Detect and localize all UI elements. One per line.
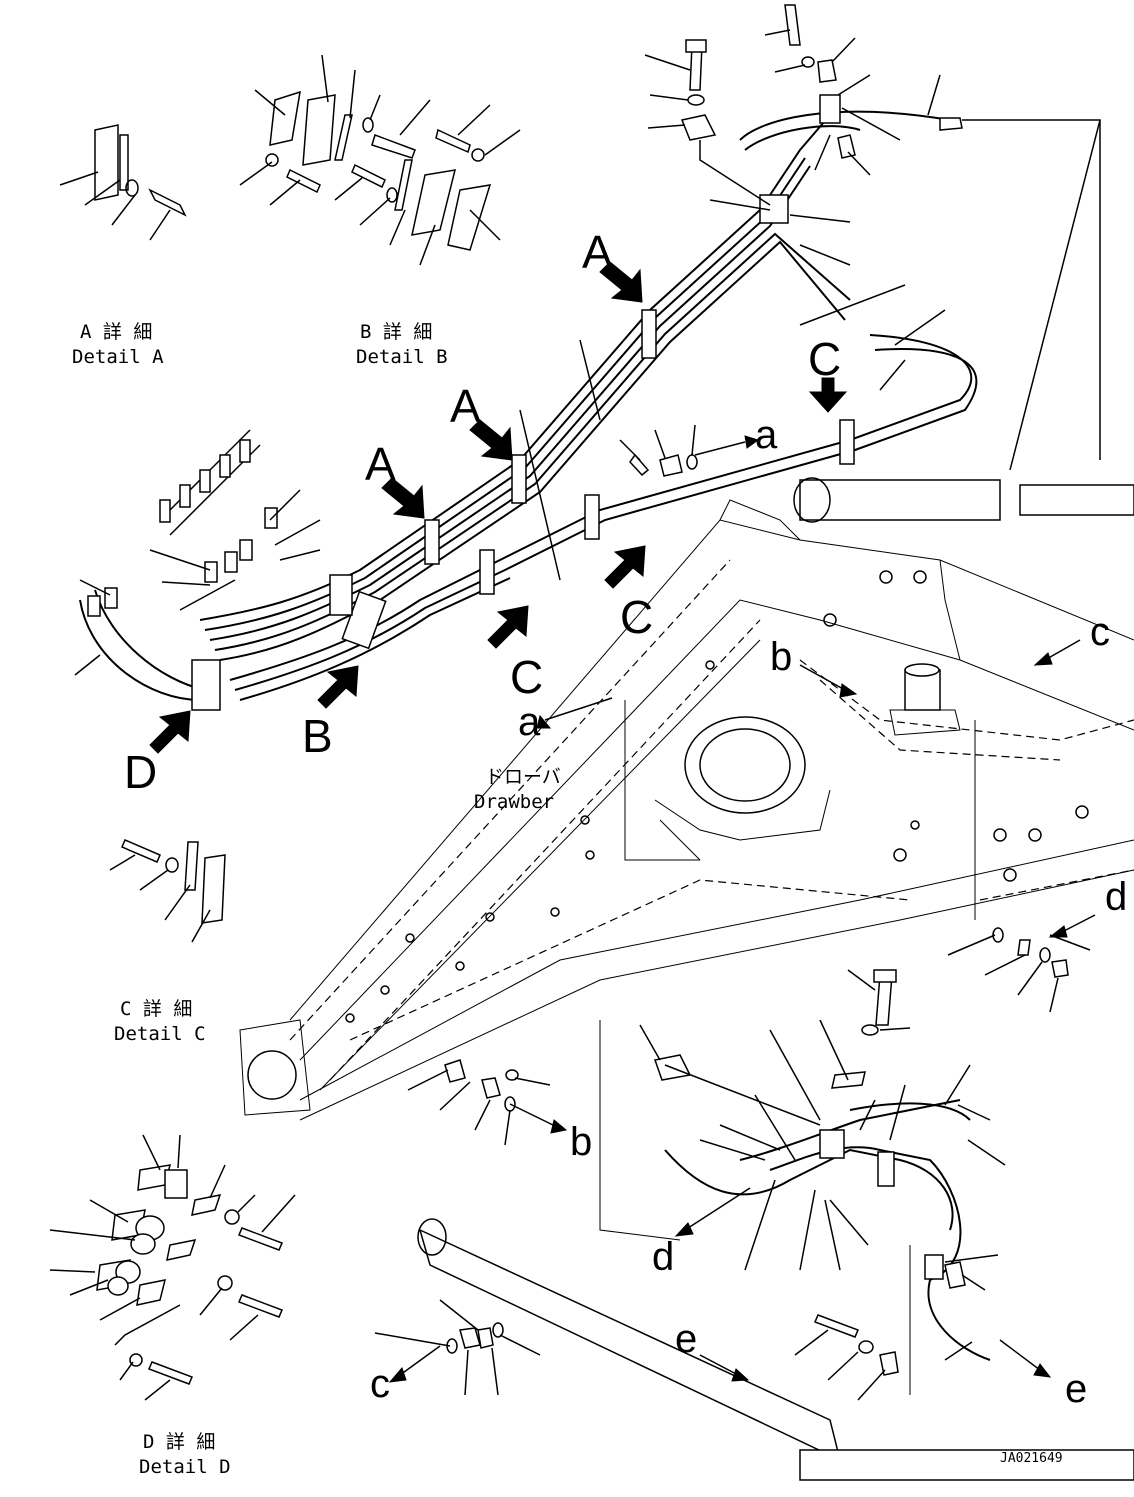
connection-arrow-a2 [536, 697, 613, 729]
label-a-1: A [582, 226, 613, 278]
hose-bundle-upper [199, 110, 951, 661]
conn-b-2: b [570, 1120, 592, 1164]
detail-a-parts [59, 124, 187, 241]
detail-b-en: Detail B [356, 346, 448, 368]
detail-a-jp: A 詳 細 [80, 321, 152, 343]
conn-c-2: c [370, 1362, 390, 1406]
connection-arrow-b2 [799, 664, 858, 698]
label-d: D [124, 746, 157, 798]
detail-captions: A 詳 細 Detail A B 詳 細 Detail B C 詳 細 Deta… [72, 321, 1063, 1478]
detail-c-en: Detail C [114, 1023, 206, 1045]
drawbar-frame [239, 477, 1134, 1481]
conn-e-2: e [1065, 1367, 1087, 1411]
connection-arrow-e [699, 1354, 750, 1382]
conn-d-1: d [1105, 875, 1127, 919]
drawing-number: JA021649 [1000, 1451, 1063, 1466]
connection-arrow-e2 [999, 1339, 1052, 1378]
arrow-a-1[interactable] [599, 261, 643, 303]
arrow-a-2[interactable] [469, 419, 513, 461]
drawbar-jp: ドローバ [485, 766, 561, 788]
label-c-3: C [620, 591, 653, 643]
label-c-1: C [808, 333, 841, 385]
detail-b-parts [239, 54, 521, 266]
detail-d-en: Detail D [139, 1456, 231, 1478]
arrow-c-1[interactable] [808, 377, 848, 413]
conn-c-1: c [1090, 610, 1110, 654]
conn-a-2: a [518, 700, 541, 744]
left-lower-fittings [374, 424, 698, 1396]
arrow-b[interactable] [317, 665, 359, 709]
label-b: B [302, 710, 333, 762]
frame-bolts [345, 570, 1089, 1023]
label-a-2: A [450, 380, 481, 432]
view-labels: A A A B C C C D [124, 226, 841, 798]
conn-a-1: a [755, 413, 778, 457]
conn-d-2: d [652, 1235, 674, 1279]
drawbar-en: Drawber [474, 791, 554, 813]
arrow-c-3[interactable] [604, 545, 646, 589]
arrow-d[interactable] [149, 710, 191, 754]
connection-arrow-c2 [1033, 639, 1081, 666]
detail-a-en: Detail A [72, 346, 164, 368]
top-right-parts [644, 4, 1101, 471]
conn-e-1: e [675, 1317, 697, 1361]
conn-b-1: b [770, 635, 792, 679]
detail-c-parts [109, 839, 226, 943]
detail-c-jp: C 詳 細 [120, 998, 192, 1020]
connection-arrow-b [509, 1103, 568, 1134]
connection-arrow-d [674, 1187, 751, 1237]
detail-d-parts [49, 1134, 296, 1401]
detail-d-jp: D 詳 細 [143, 1431, 215, 1453]
connection-arrow-a [694, 435, 760, 456]
connection-arrow-d2 [1048, 914, 1096, 938]
bundle-clamps [191, 94, 944, 1280]
arrow-c-2[interactable] [487, 605, 529, 649]
bottom-right-parts [639, 927, 1091, 1401]
connection-labels: a a b b c c d d e e [370, 413, 1127, 1411]
valve-fittings [87, 429, 278, 617]
leader-lines [74, 199, 946, 676]
connection-arrow-c [388, 1345, 441, 1383]
arrow-a-3[interactable] [381, 477, 425, 519]
label-a-3: A [365, 438, 396, 490]
detail-b-jp: B 詳 細 [360, 321, 432, 343]
label-c-2: C [510, 651, 543, 703]
